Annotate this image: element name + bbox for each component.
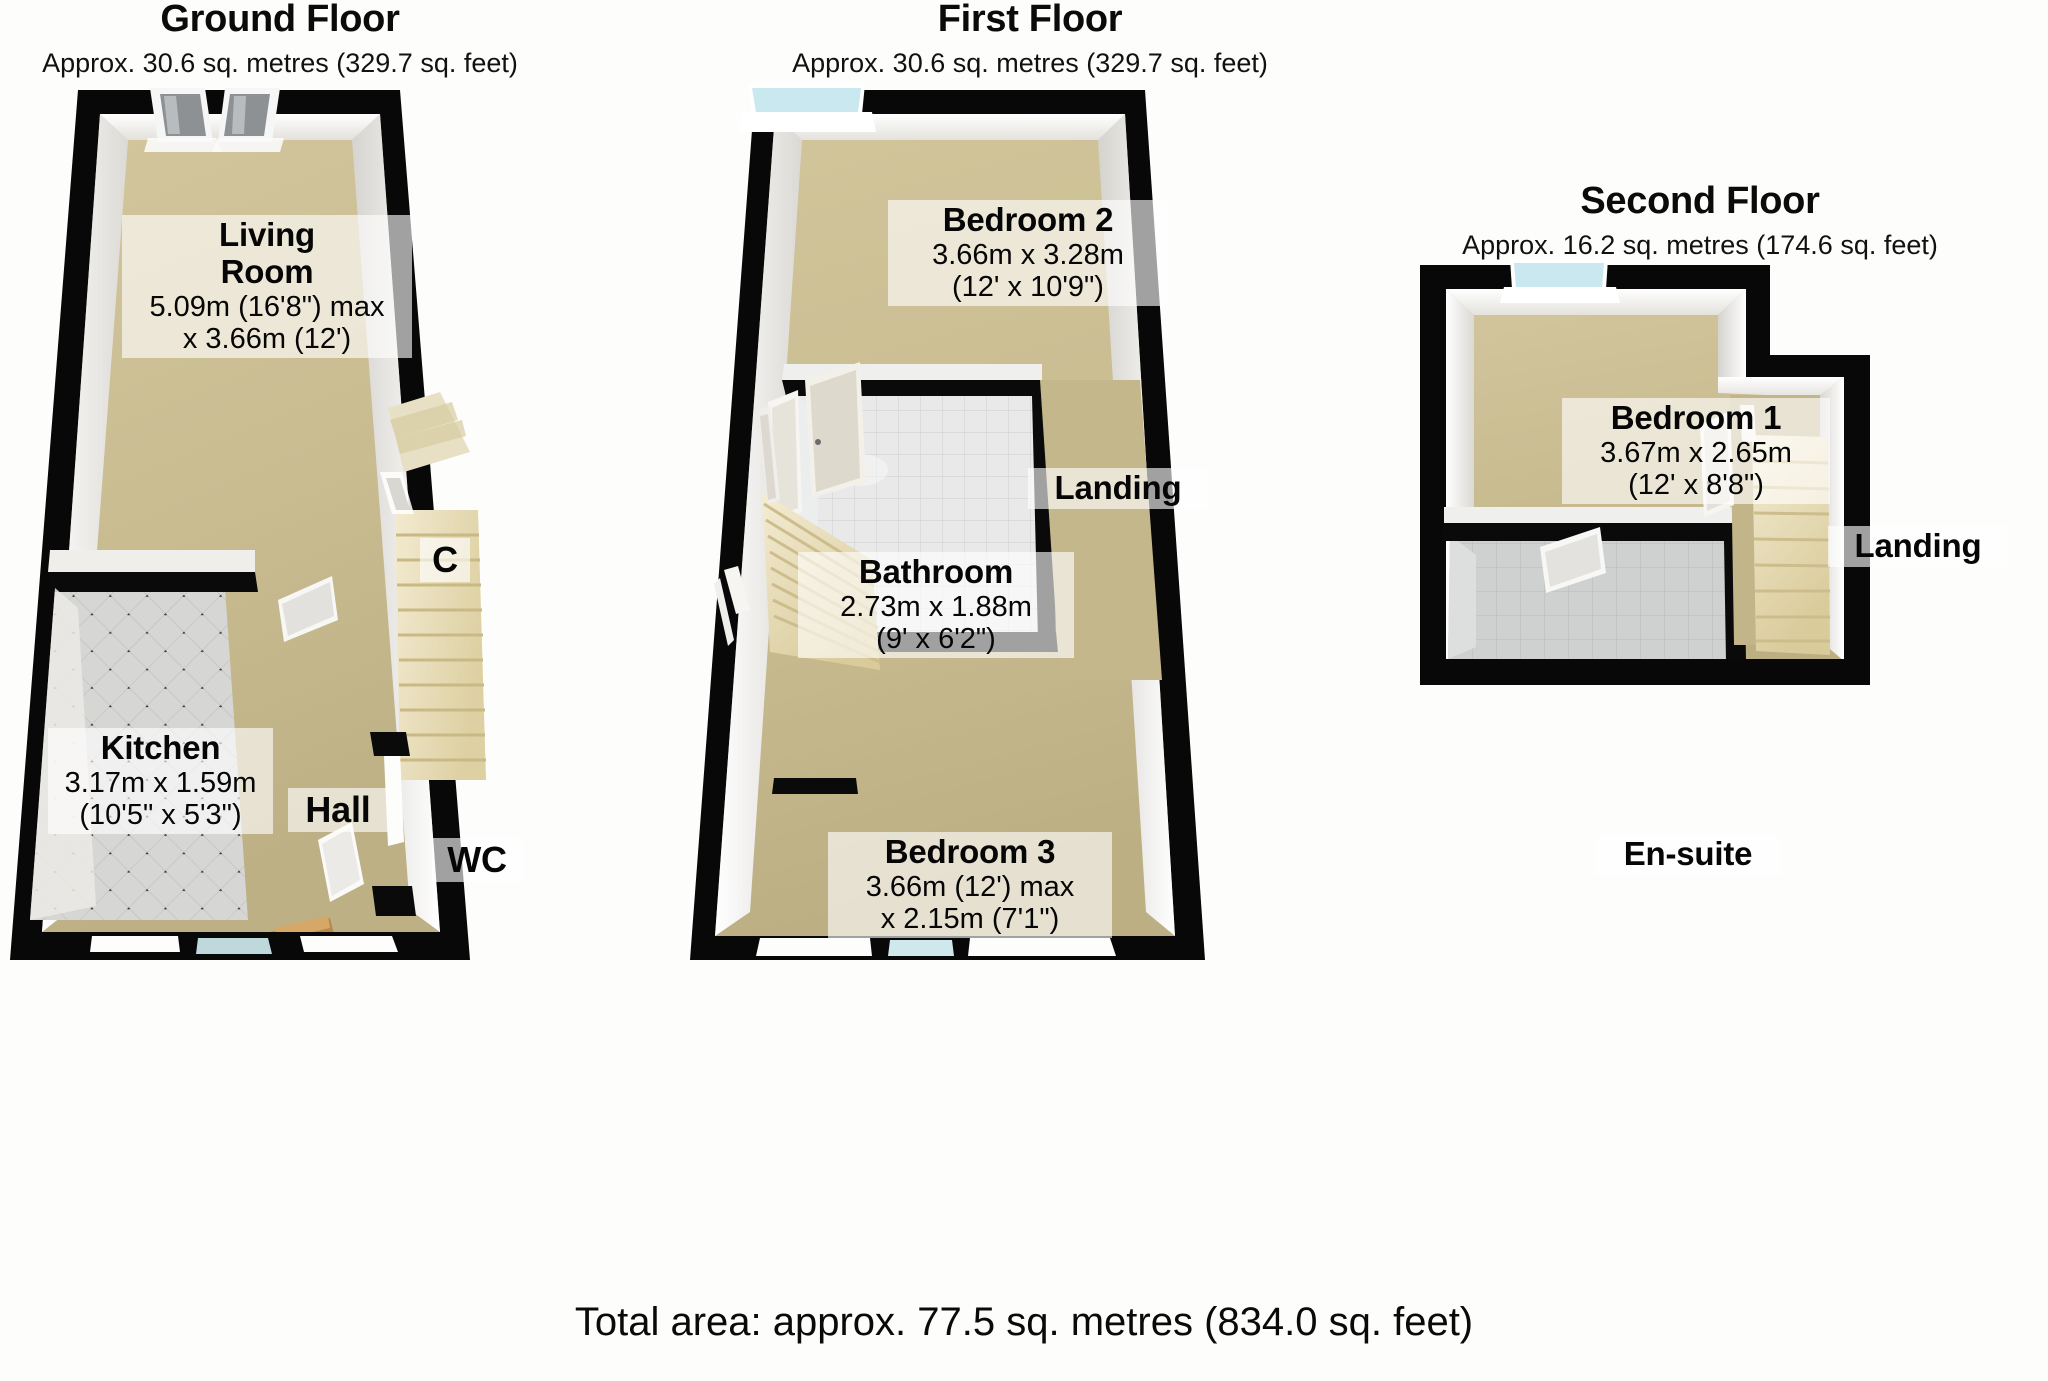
french-doors xyxy=(144,88,284,152)
ground-floor-area: Approx. 30.6 sq. metres (329.7 sq. feet) xyxy=(42,48,518,78)
room-dim2-bedroom-2: (12' x 10'9") xyxy=(952,271,1104,304)
staircase-ground xyxy=(388,392,486,780)
room-dim2-living-room: x 3.66m (12') xyxy=(182,323,352,356)
room-name-bedroom-1: Bedroom 1 xyxy=(1610,399,1782,436)
room-label-landing-first: Landing xyxy=(1028,468,1208,509)
first-floor-title: First Floor xyxy=(937,0,1123,40)
room-name-hall: Hall xyxy=(305,789,371,830)
room-dim2-kitchen: (10'5" x 5'3") xyxy=(79,799,242,832)
interior-doors xyxy=(278,576,404,902)
room-label-cupboard: C xyxy=(420,538,470,583)
room-name-living-room-2: Room xyxy=(220,252,314,290)
room-label-kitchen: Kitchen 3.17m x 1.59m (10'5" x 5'3") xyxy=(48,728,273,834)
room-name-living-room: Living xyxy=(219,216,315,253)
landing-door xyxy=(805,362,866,498)
room-label-bedroom-3: Bedroom 3 3.66m (12') max x 2.15m (7'1") xyxy=(828,832,1112,938)
room-label-bedroom-1: Bedroom 1 3.67m x 2.65m (12' x 8'8") xyxy=(1562,398,1830,504)
first-floor-area: Approx. 30.6 sq. metres (329.7 sq. feet) xyxy=(792,48,1268,78)
room-dim1-living-room: 5.09m (16'8") max xyxy=(149,290,385,323)
room-name-landing-second: Landing xyxy=(1854,527,1982,564)
room-name-bathroom: Bathroom xyxy=(858,553,1014,590)
room-name-wc: WC xyxy=(447,839,507,880)
room-label-wc: WC xyxy=(432,838,522,883)
room-dim1-bedroom-2: 3.66m x 3.28m xyxy=(932,238,1124,271)
room-label-bedroom-2: Bedroom 2 3.66m x 3.28m (12' x 10'9") xyxy=(888,200,1168,306)
room-dim1-bedroom-1: 3.67m x 2.65m xyxy=(1600,436,1792,469)
room-name-kitchen: Kitchen xyxy=(100,729,221,766)
room-dim2-bathroom: (9' x 6'2") xyxy=(876,623,996,656)
room-name-landing-first: Landing xyxy=(1054,469,1182,506)
room-name-cupboard: C xyxy=(432,539,458,580)
ground-floor-title: Ground Floor xyxy=(160,0,400,40)
room-dim1-bedroom-3: 3.66m (12') max xyxy=(865,870,1075,903)
room-name-bedroom-2: Bedroom 2 xyxy=(942,201,1114,238)
room-name-en-suite: En-suite xyxy=(1623,835,1753,872)
room-label-hall: Hall xyxy=(288,788,388,833)
room-dim2-bedroom-1: (12' x 8'8") xyxy=(1628,469,1764,502)
room-label-en-suite: En-suite xyxy=(1594,834,1782,875)
second-floor-area: Approx. 16.2 sq. metres (174.6 sq. feet) xyxy=(1462,230,1938,260)
room-label-landing-second: Landing xyxy=(1828,526,2008,567)
room-dim1-kitchen: 3.17m x 1.59m xyxy=(64,766,257,799)
room-label-living-room: Living Room 5.09m (16'8") max x 3.66m (1… xyxy=(122,215,412,358)
room-name-bedroom-3: Bedroom 3 xyxy=(884,833,1056,870)
total-area-text: Total area: approx. 77.5 sq. metres (834… xyxy=(574,1300,1474,1344)
room-dim1-bathroom: 2.73m x 1.88m xyxy=(840,590,1032,623)
room-dim2-bedroom-3: x 2.15m (7'1") xyxy=(880,903,1060,936)
second-floor-title: Second Floor xyxy=(1580,180,1820,222)
room-label-bathroom: Bathroom 2.73m x 1.88m (9' x 6'2") xyxy=(798,552,1074,658)
